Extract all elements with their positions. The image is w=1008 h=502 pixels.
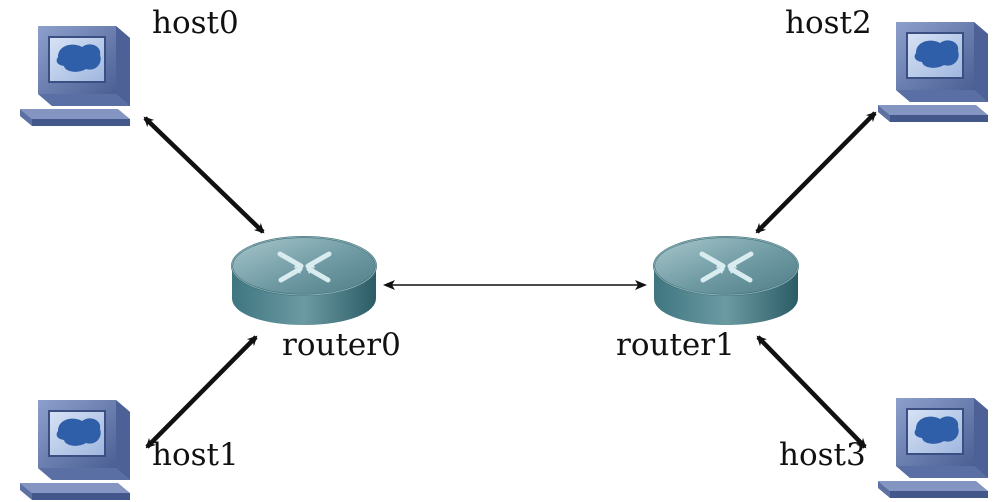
router-node-router1: router1: [616, 237, 798, 363]
desktop-computer-icon: [20, 399, 131, 501]
host-label: host0: [152, 5, 239, 41]
link-host1-router0: [145, 335, 258, 449]
host-node-host1: host1: [20, 399, 239, 501]
links: [143, 111, 877, 449]
link-host3-router1: [756, 335, 867, 449]
host-label: host3: [779, 437, 866, 473]
host-node-host0: host0: [20, 5, 239, 127]
host-label: host2: [785, 5, 872, 41]
desktop-computer-icon: [878, 21, 989, 123]
router-icon: [232, 237, 376, 325]
desktop-computer-icon: [20, 25, 131, 127]
router-label: router0: [282, 327, 401, 363]
router-icon: [654, 237, 798, 325]
router-node-router0: router0: [232, 237, 401, 363]
host-label: host1: [152, 437, 239, 473]
link-host2-router1: [755, 111, 877, 234]
link-host0-router0: [143, 116, 265, 234]
host-node-host2: host2: [785, 5, 989, 123]
router-label: router1: [616, 327, 735, 363]
host-node-host3: host3: [779, 397, 989, 499]
desktop-computer-icon: [878, 397, 989, 499]
